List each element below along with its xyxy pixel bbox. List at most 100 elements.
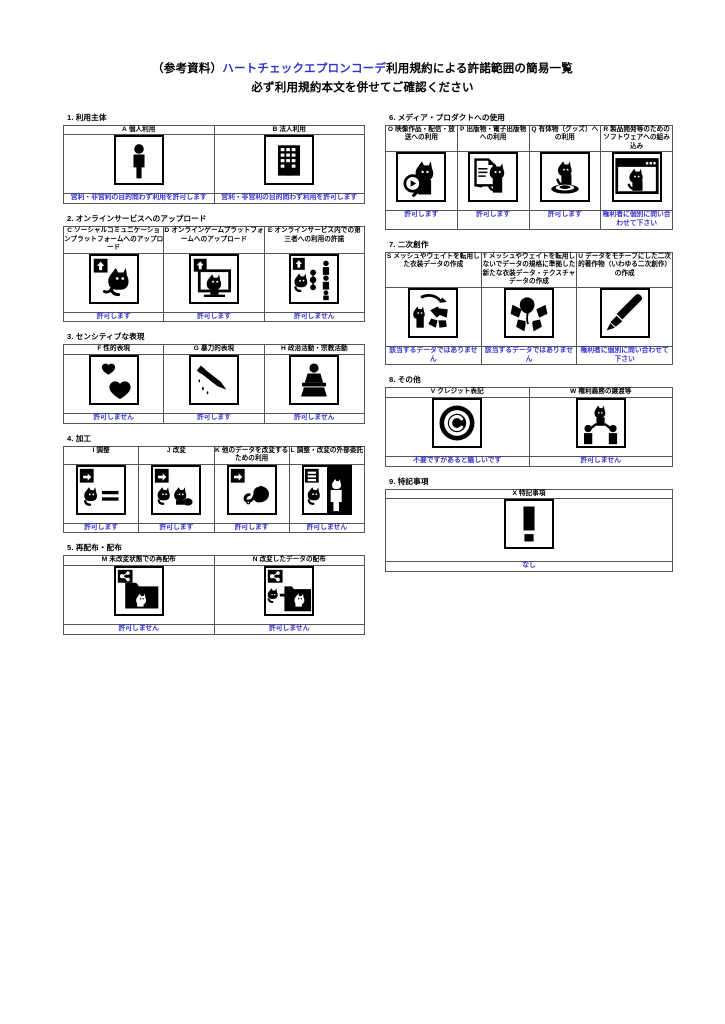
mesh-pieces-icon <box>503 287 554 338</box>
copyright-icon <box>432 397 483 448</box>
section-heading: 8. その他 <box>389 375 421 385</box>
section-heading: 9. 特記事項 <box>389 476 429 486</box>
item-label: 政治活動・宗教活動 <box>287 345 348 353</box>
status-row: 許可します許可します許可します許可しません <box>62 522 366 534</box>
item-label: オンラインゲームプラットフォームへのアップロード <box>171 227 264 243</box>
arrow-cat-cat-icon <box>151 464 202 515</box>
hearts-icon <box>88 354 139 405</box>
icon-cell-b <box>213 134 365 195</box>
upload-cat-icon <box>88 253 139 304</box>
person-icon <box>113 135 164 186</box>
section-heading: 6. メディア・プロダクトへの使用 <box>389 113 505 122</box>
play-cat-icon <box>396 152 447 203</box>
icon-row <box>385 396 673 457</box>
item-letter: S <box>386 252 392 260</box>
item-letter: U <box>578 252 584 260</box>
knife-blood-icon <box>188 354 239 405</box>
title-suffix: 利用規約による許諾範囲の簡易一覧 <box>386 63 573 75</box>
share-cat-people-icon <box>289 253 340 304</box>
icon-cell-c <box>62 252 165 313</box>
item-label: メッシュやウェイトを転用しないでデータの規格に準拠した新たな衣装データ・テクスチ… <box>482 252 576 286</box>
icon-cell-e <box>263 252 366 313</box>
status-row: 許可します許可します許可しません <box>62 311 366 323</box>
status-text-m: 許可しません <box>63 623 215 635</box>
item-letter: J <box>166 446 171 454</box>
item-letter: V <box>430 388 436 396</box>
document-cat-icon <box>468 152 519 203</box>
icon-row <box>385 498 673 563</box>
cat-mesh-reuse-icon <box>408 287 459 338</box>
status-row: 許可しません許可しません <box>63 623 365 635</box>
icon-cell-h <box>263 353 366 414</box>
icon-row <box>62 252 366 313</box>
section-heading: 3. センシティブな表現 <box>67 332 145 342</box>
icon-row <box>62 463 366 524</box>
status-text-r: 権利者に個別に問い合わせて下さい <box>600 210 673 230</box>
item-label: メッシュやウェイトを転用した衣装データの作成 <box>393 252 480 269</box>
item-letter: N <box>252 556 258 564</box>
status-text-s: 該当するデータではありません <box>385 345 482 366</box>
icon-cell-n <box>213 564 365 625</box>
item-label: 改変 <box>172 446 186 454</box>
document-title: （参考資料）ハートチェックエプロンコーデ利用規約による許諾範囲の簡易一覧 必ず利… <box>0 0 725 96</box>
item-label: クレジット表記 <box>437 388 484 396</box>
icon-cell-f <box>62 353 165 414</box>
item-label: 出版物・電子出版物への利用 <box>466 126 527 142</box>
status-text-b: 営利・非営利の目的問わず利用を許可します <box>213 193 365 205</box>
status-text-a: 営利・非営利の目的問わず利用を許可します <box>63 193 215 205</box>
item-letter: M <box>101 556 108 564</box>
section-heading: 2. オンラインサービスへのアップロード <box>67 214 207 224</box>
outsource-cat-icon <box>301 464 352 515</box>
item-letter: T <box>482 252 487 260</box>
icon-cell-d <box>163 252 265 313</box>
status-row: なし <box>385 561 673 572</box>
status-text-p: 許可します <box>456 210 530 230</box>
item-label: 製品開発等のためのソフトウェアへの組み込み <box>603 126 670 150</box>
software-window-cat-icon <box>611 152 662 203</box>
item-label: 権利義務の譲渡等 <box>578 388 632 396</box>
status-text-g: 許可します <box>163 412 265 424</box>
item-label: 調整 <box>96 446 110 454</box>
icon-cell-p <box>456 151 530 212</box>
icon-row <box>63 134 365 195</box>
status-row: 許可します許可します許可します権利者に個別に問い合わせて下さい <box>385 210 673 230</box>
icon-cell-t <box>480 286 578 347</box>
share-folder-cat-icon <box>113 565 164 616</box>
item-letter: W <box>570 388 577 396</box>
icon-cell-s <box>385 286 482 347</box>
item-label: 暴力的表現 <box>200 345 235 353</box>
icon-row <box>63 564 365 625</box>
icon-cell-w <box>528 396 673 457</box>
exclamation-icon <box>504 499 554 550</box>
item-letter: B <box>272 126 278 133</box>
arrow-cat-equals-icon <box>76 464 127 515</box>
item-letter: I <box>92 446 95 454</box>
arrow-cat-shape-icon <box>226 464 277 515</box>
